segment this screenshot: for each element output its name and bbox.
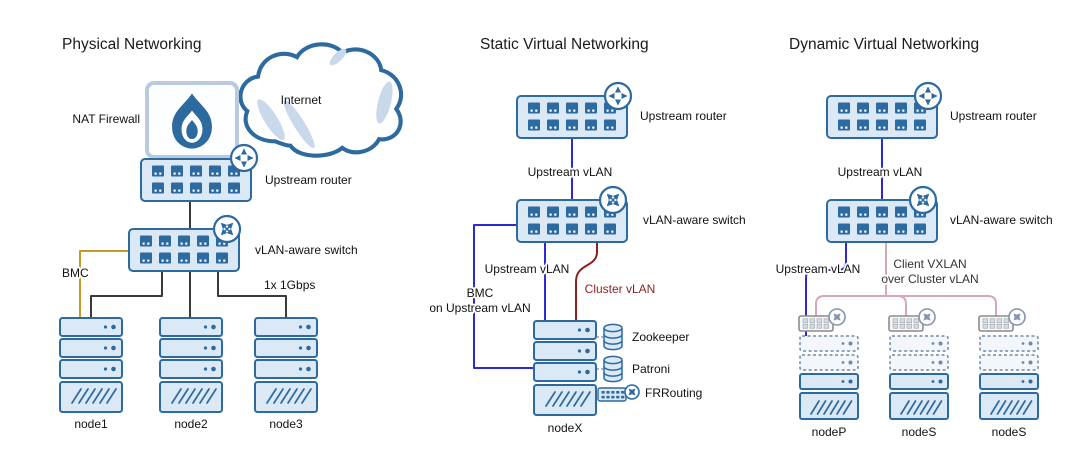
vlan-switch-label: vLAN-aware switch [950, 213, 1053, 227]
nat-firewall-device [145, 81, 239, 159]
section-title: Physical Networking [62, 36, 202, 53]
server-nodes [980, 336, 1038, 419]
physical-networking-section: Physical Networking Internet NAT Firewal… [60, 36, 403, 431]
zookeeper-label: Zookeeper [632, 330, 689, 344]
bandwidth-label: 1x 1Gbps [264, 278, 315, 292]
switch-icon [910, 187, 936, 213]
nodes1-group [888, 309, 948, 419]
bmc-vlan-link [473, 224, 534, 369]
server-node3 [255, 318, 317, 412]
node-label: nodeS [992, 425, 1027, 439]
upstream-vlan-label: Upstream vLAN [838, 165, 923, 179]
switch-icon [214, 216, 240, 242]
vxlan-label-line2: over Cluster vLAN [881, 272, 978, 286]
patroni-database-icon [603, 355, 623, 383]
link-switch-to-node1 [90, 272, 163, 318]
server-nodes [890, 336, 948, 419]
nodep-group [798, 309, 858, 419]
virtual-switch-badge-icon [919, 309, 935, 325]
frrouting-label: FRRouting [645, 386, 702, 400]
cloud-accent [283, 100, 315, 149]
node-label: nodeX [548, 421, 583, 435]
nodes2-group [978, 309, 1038, 419]
server-node1 [60, 318, 122, 412]
cloud-accent [329, 48, 347, 66]
dynamic-virtual-networking-section: Dynamic Virtual Networking Upstream rout… [774, 36, 1053, 439]
upstream-vlan-label: Upstream vLAN [528, 165, 613, 179]
upstream-router-label: Upstream router [950, 109, 1037, 123]
virtual-switch-icon [888, 315, 924, 332]
router-icon [605, 83, 631, 109]
section-title: Static Virtual Networking [480, 36, 649, 53]
upstream-router-label: Upstream router [265, 173, 352, 187]
node-label: nodeS [902, 425, 937, 439]
vlan-switch-label: vLAN-aware switch [643, 213, 746, 227]
bmc-link [79, 250, 129, 318]
upstream-router-device [517, 83, 631, 138]
node-label: nodeP [812, 425, 847, 439]
virtual-switch-icon [978, 315, 1014, 332]
nat-firewall-label: NAT Firewall [72, 112, 140, 126]
bmc-label: BMC [62, 266, 89, 280]
upstream-vlan-label: Upstream vLAN [485, 262, 570, 276]
internet-label: Internet [281, 93, 322, 107]
node-label: node3 [269, 417, 303, 431]
vxlan-label-line1: Client VXLAN [893, 257, 966, 271]
switch-icon [600, 187, 626, 213]
vlan-switch-device [129, 216, 240, 271]
node-label: node2 [174, 417, 208, 431]
router-icon [915, 83, 941, 109]
section-title: Dynamic Virtual Networking [789, 36, 979, 53]
upstream-router-device [827, 83, 941, 138]
server-nodep [800, 336, 858, 419]
server-nodex [534, 321, 596, 415]
router-icon [231, 145, 257, 171]
link-switch-to-node3 [217, 272, 287, 318]
bmc-label-line2: on Upstream vLAN [429, 301, 530, 315]
frrouting-icon [597, 387, 627, 402]
node-label: node1 [74, 417, 108, 431]
vlan-switch-label: vLAN-aware switch [255, 243, 358, 257]
upstream-vlan-label: Upstream vLAN [776, 262, 861, 276]
bmc-label-line1: BMC [467, 286, 494, 300]
upstream-router-label: Upstream router [640, 109, 727, 123]
virtual-switch-icon [798, 315, 834, 332]
vxlan-links [815, 242, 997, 316]
upstream-vlan-link [805, 242, 847, 336]
frrouting-router-icon [625, 385, 639, 399]
cloud-accent [257, 99, 285, 141]
internet-cloud-icon [238, 42, 403, 158]
patroni-label: Patroni [632, 362, 670, 376]
cluster-vlan-label: Cluster vLAN [585, 282, 656, 296]
virtual-switch-badge-icon [829, 309, 845, 325]
static-virtual-networking-section: Static Virtual Networking Upstream route… [428, 36, 746, 435]
cloud-accent [376, 81, 393, 124]
zookeeper-database-icon [603, 323, 623, 351]
virtual-switch-badge-icon [1009, 309, 1025, 325]
server-node2 [160, 318, 222, 412]
cluster-vlan-link [575, 242, 598, 321]
